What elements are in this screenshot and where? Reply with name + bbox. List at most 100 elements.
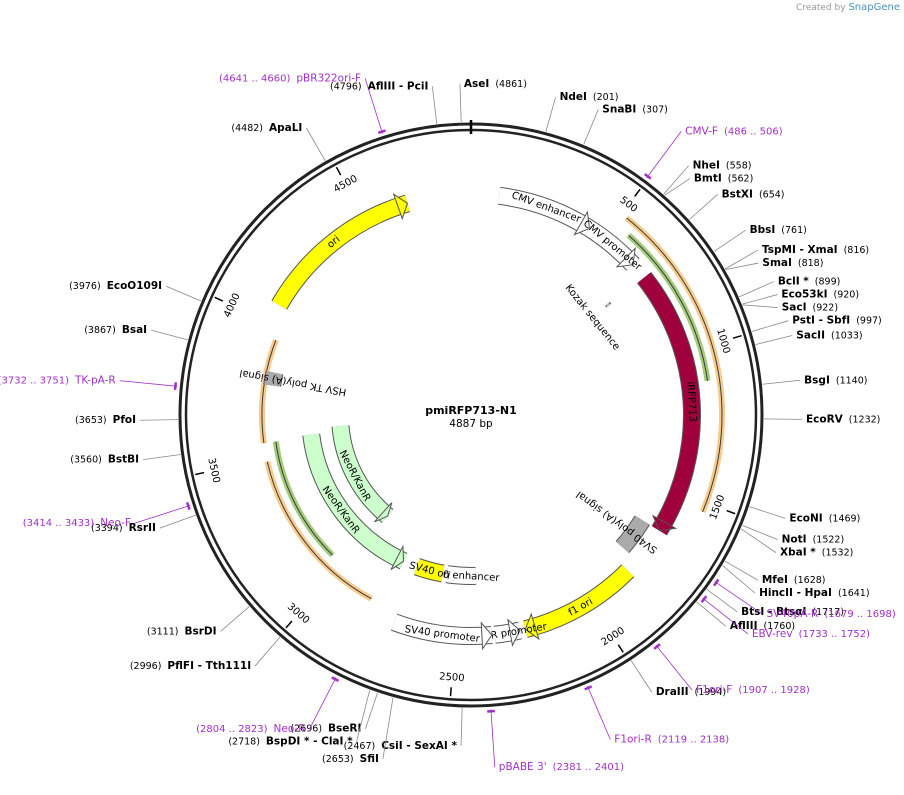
tick-label: 500 <box>617 195 639 215</box>
site-position: (997) <box>856 316 882 327</box>
site-pflfi[interactable]: (2996)PflFI - Tth111I <box>130 636 281 672</box>
site-label: SnaBI(307) <box>602 103 668 115</box>
site-leader-line <box>763 418 802 420</box>
site-name: BbsI <box>750 224 776 236</box>
primer-tk-pa-r[interactable]: (3732 .. 3751)TK-pA-R <box>0 375 178 391</box>
site-position: (818) <box>798 258 824 269</box>
site-hincii[interactable]: HincII - HpaI(1641) <box>722 565 870 599</box>
site-afliii[interactable]: (4796)AflIII - PciI <box>330 80 438 125</box>
site-econi[interactable]: EcoNI(1469) <box>749 506 860 525</box>
site-position: (2653) <box>322 754 354 765</box>
site-nhei[interactable]: NheI(558) <box>663 160 752 195</box>
site-psti[interactable]: PstI - SbfI(997) <box>751 315 882 332</box>
site-snabi[interactable]: SnaBI(307) <box>583 103 668 145</box>
site-name: XbaI * <box>780 547 816 559</box>
site-saci[interactable]: SacI(922) <box>742 302 839 314</box>
site-bbsi[interactable]: BbsI (761) <box>713 224 807 252</box>
site-bsai[interactable]: (3867)BsaI <box>84 324 188 341</box>
site-leader-line <box>663 165 689 195</box>
site-eco53ki[interactable]: Eco53kI(920) <box>742 289 859 305</box>
site-btsi[interactable]: BtsI - BtsαI(1717) <box>706 588 844 618</box>
site-bstbi[interactable]: (3560)BstBI <box>70 454 181 466</box>
site-bsrdi[interactable]: (3111)BsrDI <box>147 606 250 638</box>
site-position: (1140) <box>836 375 868 386</box>
primer-range: (3732 .. 3751) <box>0 376 69 387</box>
orf-arc-line <box>626 217 723 513</box>
site-tspmi[interactable]: TspMI - XmaI(816) <box>724 244 869 270</box>
primer-range: (4641 .. 4660) <box>219 73 291 84</box>
site-mfei[interactable]: MfeI(1628) <box>724 560 826 586</box>
site-ecorv[interactable]: EcoRV(1232) <box>763 413 880 425</box>
primer-neo-r[interactable]: (2804 .. 2823)Neo-R <box>196 676 340 735</box>
site-bstxi[interactable]: BstXI (654) <box>689 188 785 220</box>
snapgene-branding: Created by SnapGene <box>796 2 900 13</box>
site-leader-line <box>742 524 778 540</box>
site-position: (654) <box>759 189 785 200</box>
site-bseri[interactable]: (2696)BseRI <box>290 692 378 735</box>
site-name: BspDI * - ClaI * <box>266 736 353 748</box>
site-name: BclI * <box>778 276 809 288</box>
primer-range: (1907 .. 1928) <box>738 685 810 696</box>
site-position: (4482) <box>231 123 263 134</box>
site-xbai[interactable]: XbaI *(1532) <box>740 528 853 559</box>
site-leader-line <box>738 281 775 298</box>
site-sacii[interactable]: SacII(1033) <box>755 329 863 345</box>
site-noti[interactable]: NotI(1522) <box>742 524 844 546</box>
feature-ori[interactable]: ori <box>271 192 411 310</box>
primer-sv40pa-r[interactable]: SV40pA-R(1679 .. 1698) <box>713 578 896 620</box>
site-csii[interactable]: (2467)CsiI - SexAI * <box>344 707 463 752</box>
plasmid-length: 4887 bp <box>449 418 493 430</box>
primer-range: (486 .. 506) <box>724 126 783 137</box>
site-ndei[interactable]: NdeI(201) <box>545 91 619 132</box>
feature-sv40-promoter[interactable]: SV40 promoter <box>390 613 493 651</box>
site-smai[interactable]: SmaI(818) <box>725 257 823 271</box>
orf-arc-line <box>628 234 709 381</box>
primer-leader-line <box>646 131 682 179</box>
site-sfii[interactable]: (2653)SfiI <box>322 697 394 765</box>
site-position: (558) <box>726 161 752 172</box>
primer-f1ori-f[interactable]: F1ori-F(1907 .. 1928) <box>653 643 810 696</box>
site-bsgi[interactable]: BsgI(1140) <box>762 374 867 386</box>
primer-f1ori-r[interactable]: F1ori-R(2119 .. 2138) <box>584 685 730 745</box>
primer-ebv-rev[interactable]: EBV-rev(1733 .. 1752) <box>700 595 870 640</box>
site-afliii[interactable]: AflIII(1760) <box>696 601 795 632</box>
feature-cmv-enhancer[interactable]: CMV enhancer <box>498 186 595 237</box>
site-pfoi[interactable]: (3653)PfoI <box>75 414 179 426</box>
site-position: (761) <box>781 225 807 236</box>
site-position: (2696) <box>290 724 322 735</box>
primer-label: (3414 .. 3433)Neo-F <box>23 517 131 529</box>
feature-sv40-poly-a-signal[interactable]: SV40 poly(A) signal <box>575 488 660 555</box>
feature-arrowhead <box>615 246 636 268</box>
site-draiii[interactable]: DraIII(1994) <box>630 660 726 698</box>
site-label: SmaI(818) <box>762 257 823 269</box>
site-label: EcoRV(1232) <box>806 413 880 425</box>
feature-body <box>414 559 445 582</box>
feature-sv40-ori[interactable]: SV40 ori <box>408 558 452 583</box>
primer-pbr322ori-f[interactable]: (4641 .. 4660)pBR322ori-F <box>219 72 386 135</box>
feature-f1-ori[interactable]: f1 ori <box>523 564 635 641</box>
primer-pbabe-3-[interactable]: pBABE 3'(2381 .. 2401) <box>487 709 624 773</box>
site-bcli[interactable]: BclI *(899) <box>738 276 840 298</box>
primer-label: (4641 .. 4660)pBR322ori-F <box>219 72 361 84</box>
site-bspdi[interactable]: (2718)BspDI * - ClaI * <box>228 689 371 748</box>
primer-name: F1ori-R <box>614 733 651 745</box>
site-name: NotI <box>782 534 807 546</box>
feature-hsv-tk-poly-a-signal[interactable]: HSV TK poly(A) signal <box>239 367 348 397</box>
feature-kozak-sequence[interactable]: Kozak sequence <box>563 283 622 353</box>
site-asei[interactable]: AseI(4861) <box>459 78 527 123</box>
feature-arrowhead <box>374 502 393 523</box>
feature-irfp713[interactable]: iRFP713 <box>637 272 701 536</box>
site-apali[interactable]: (4482)ApaLI <box>231 122 326 162</box>
tick-mark <box>634 188 641 197</box>
primer-neo-f[interactable]: (3414 .. 3433)Neo-F <box>23 502 191 529</box>
feature-arrowhead <box>480 621 493 651</box>
site-name: BstXI <box>722 188 753 200</box>
site-position: (922) <box>813 303 839 314</box>
primer-cmv-f[interactable]: CMV-F(486 .. 506) <box>644 125 783 180</box>
site-rsrii[interactable]: (3394)RsrII <box>91 514 196 534</box>
tick-mark <box>617 644 624 653</box>
site-leader-line <box>459 84 462 123</box>
site-bmti[interactable]: BmtI(562) <box>664 173 754 196</box>
site-ecoo109i[interactable]: (3976)EcoO109I <box>69 280 202 302</box>
primer-annotations: CMV-F(486 .. 506)SV40pA-R(1679 .. 1698)E… <box>0 72 896 773</box>
